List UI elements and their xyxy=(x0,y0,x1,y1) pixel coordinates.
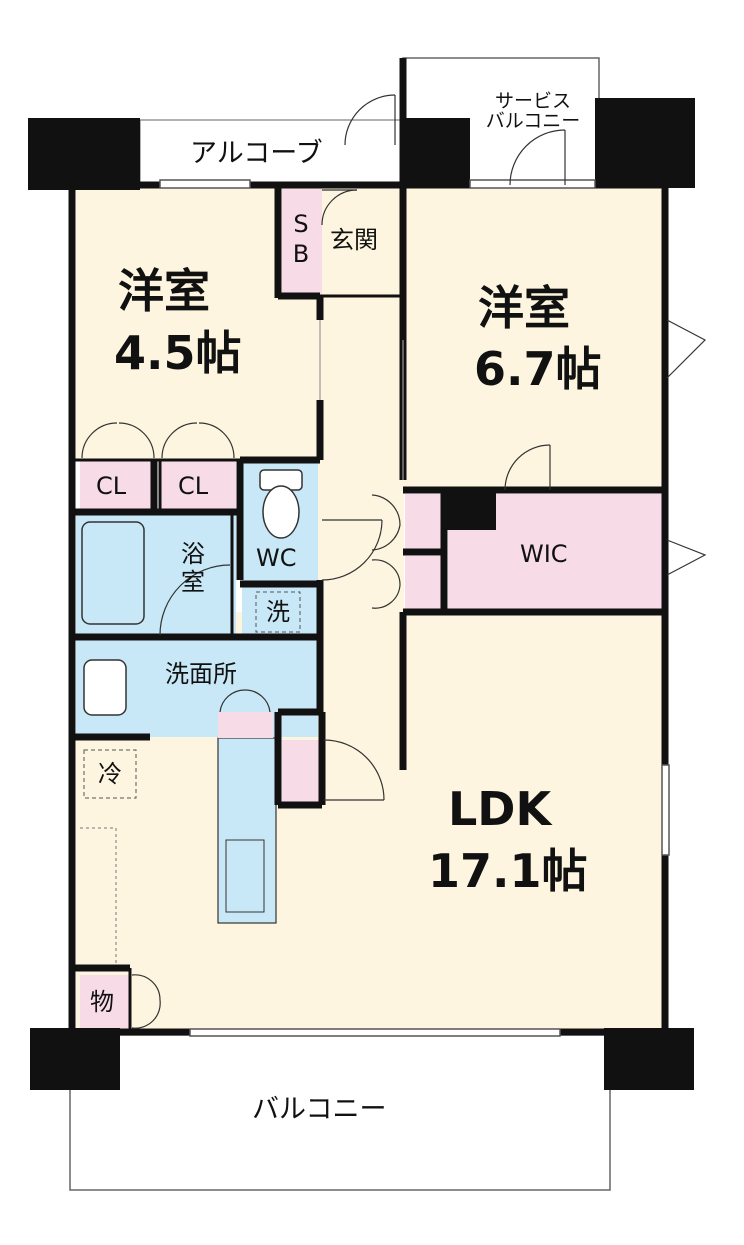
laundry-label: 洗 xyxy=(266,598,290,626)
kitchen-storage xyxy=(282,740,322,802)
laundry-floor xyxy=(242,586,318,637)
sb-b: B xyxy=(292,240,310,268)
western-room-a-size: 4.5帖 xyxy=(114,326,242,380)
western-room-b-floor xyxy=(403,185,665,490)
balcony-label: バルコニー xyxy=(252,1094,387,1125)
hall-storage-2 xyxy=(405,556,445,610)
ldk-name: LDK xyxy=(448,782,552,836)
washer-space xyxy=(255,591,301,633)
service-balcony-line1: サービス xyxy=(494,90,571,112)
bathtub xyxy=(81,521,145,625)
wc-label: WC xyxy=(256,544,297,572)
bathroom-char-1: 浴 xyxy=(181,540,205,568)
closet-2-label: CL xyxy=(178,472,209,500)
western-room-b-name: 洋室 xyxy=(478,281,570,335)
service-balcony-label: サービス バルコニー xyxy=(478,90,588,132)
bathroom-char-2: 室 xyxy=(181,568,205,596)
western-room-b-size: 6.7帖 xyxy=(474,342,602,396)
service-balcony-line2: バルコニー xyxy=(485,109,581,132)
doors xyxy=(81,94,707,1029)
bathroom-label: 浴 室 xyxy=(178,542,208,594)
ldk-size: 17.1帖 xyxy=(428,844,588,898)
wic-label: WIC xyxy=(520,540,568,568)
sb-s: S xyxy=(293,210,309,238)
sb-label: S B xyxy=(286,212,316,266)
hall-storage-1 xyxy=(405,494,445,550)
fridge-space xyxy=(83,749,137,799)
windows xyxy=(159,179,670,1037)
washroom-label: 洗面所 xyxy=(165,660,237,688)
alcove-area xyxy=(139,119,403,186)
columns xyxy=(28,98,695,1090)
closet-2-fill xyxy=(160,460,236,510)
closet-1-label: CL xyxy=(96,472,127,500)
sink xyxy=(225,839,265,913)
toilet-bowl xyxy=(262,485,300,539)
misc-storage xyxy=(80,975,130,1030)
closet-1-fill xyxy=(80,460,154,510)
alcove-label: アルコーブ xyxy=(190,138,323,169)
entrance-label: 玄関 xyxy=(330,226,378,254)
western-room-a-name: 洋室 xyxy=(118,264,210,318)
washroom-cabinet xyxy=(218,712,273,738)
vanity-basin xyxy=(83,659,127,716)
fridge-label: 冷 xyxy=(98,760,122,788)
storage-label: 物 xyxy=(90,988,114,1016)
kitchen-counter xyxy=(217,737,277,924)
sb-storage xyxy=(282,185,322,295)
main-balcony xyxy=(69,1034,611,1191)
thin-walls xyxy=(72,294,400,1030)
